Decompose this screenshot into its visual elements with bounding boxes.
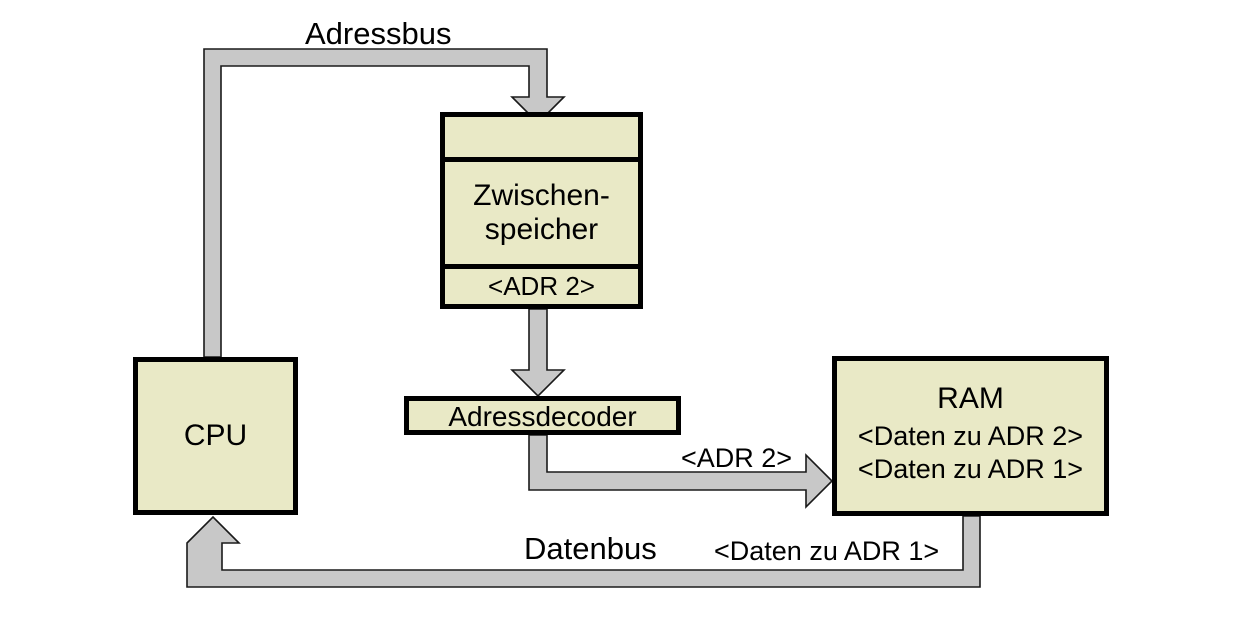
zwischenspeicher-empty-slot	[445, 117, 638, 157]
ram-row-0: <Daten zu ADR 2>	[857, 421, 1084, 452]
adressbus-arrow	[203, 48, 566, 358]
node-zwischenspeicher[interactable]: Zwischen- speicher <ADR 2>	[440, 112, 643, 309]
node-ram[interactable]: RAM <Daten zu ADR 2> <Daten zu ADR 1>	[832, 356, 1109, 516]
datenbus-label: Datenbus	[524, 531, 657, 566]
zwischenspeicher-label: Zwischen- speicher	[445, 157, 638, 264]
adressbus-label: Adressbus	[305, 16, 452, 51]
adressdecoder-label: Adressdecoder	[448, 401, 637, 432]
ram-label: RAM	[937, 381, 1004, 415]
adressdecoder-to-ram-arrow	[528, 434, 834, 509]
cpu-label: CPU	[183, 418, 248, 452]
zwischenspeicher-value: <ADR 2>	[445, 264, 638, 304]
node-cpu[interactable]: CPU	[133, 357, 298, 515]
datenbus-arrow	[186, 515, 981, 588]
decoder-to-ram-label: <ADR 2>	[681, 443, 793, 473]
datenbus-payload-label: <Daten zu ADR 1>	[714, 536, 940, 566]
ram-row-1: <Daten zu ADR 1>	[857, 454, 1084, 485]
node-adressdecoder[interactable]: Adressdecoder	[404, 396, 681, 435]
zwischenspeicher-to-adressdecoder-arrow	[510, 308, 566, 398]
